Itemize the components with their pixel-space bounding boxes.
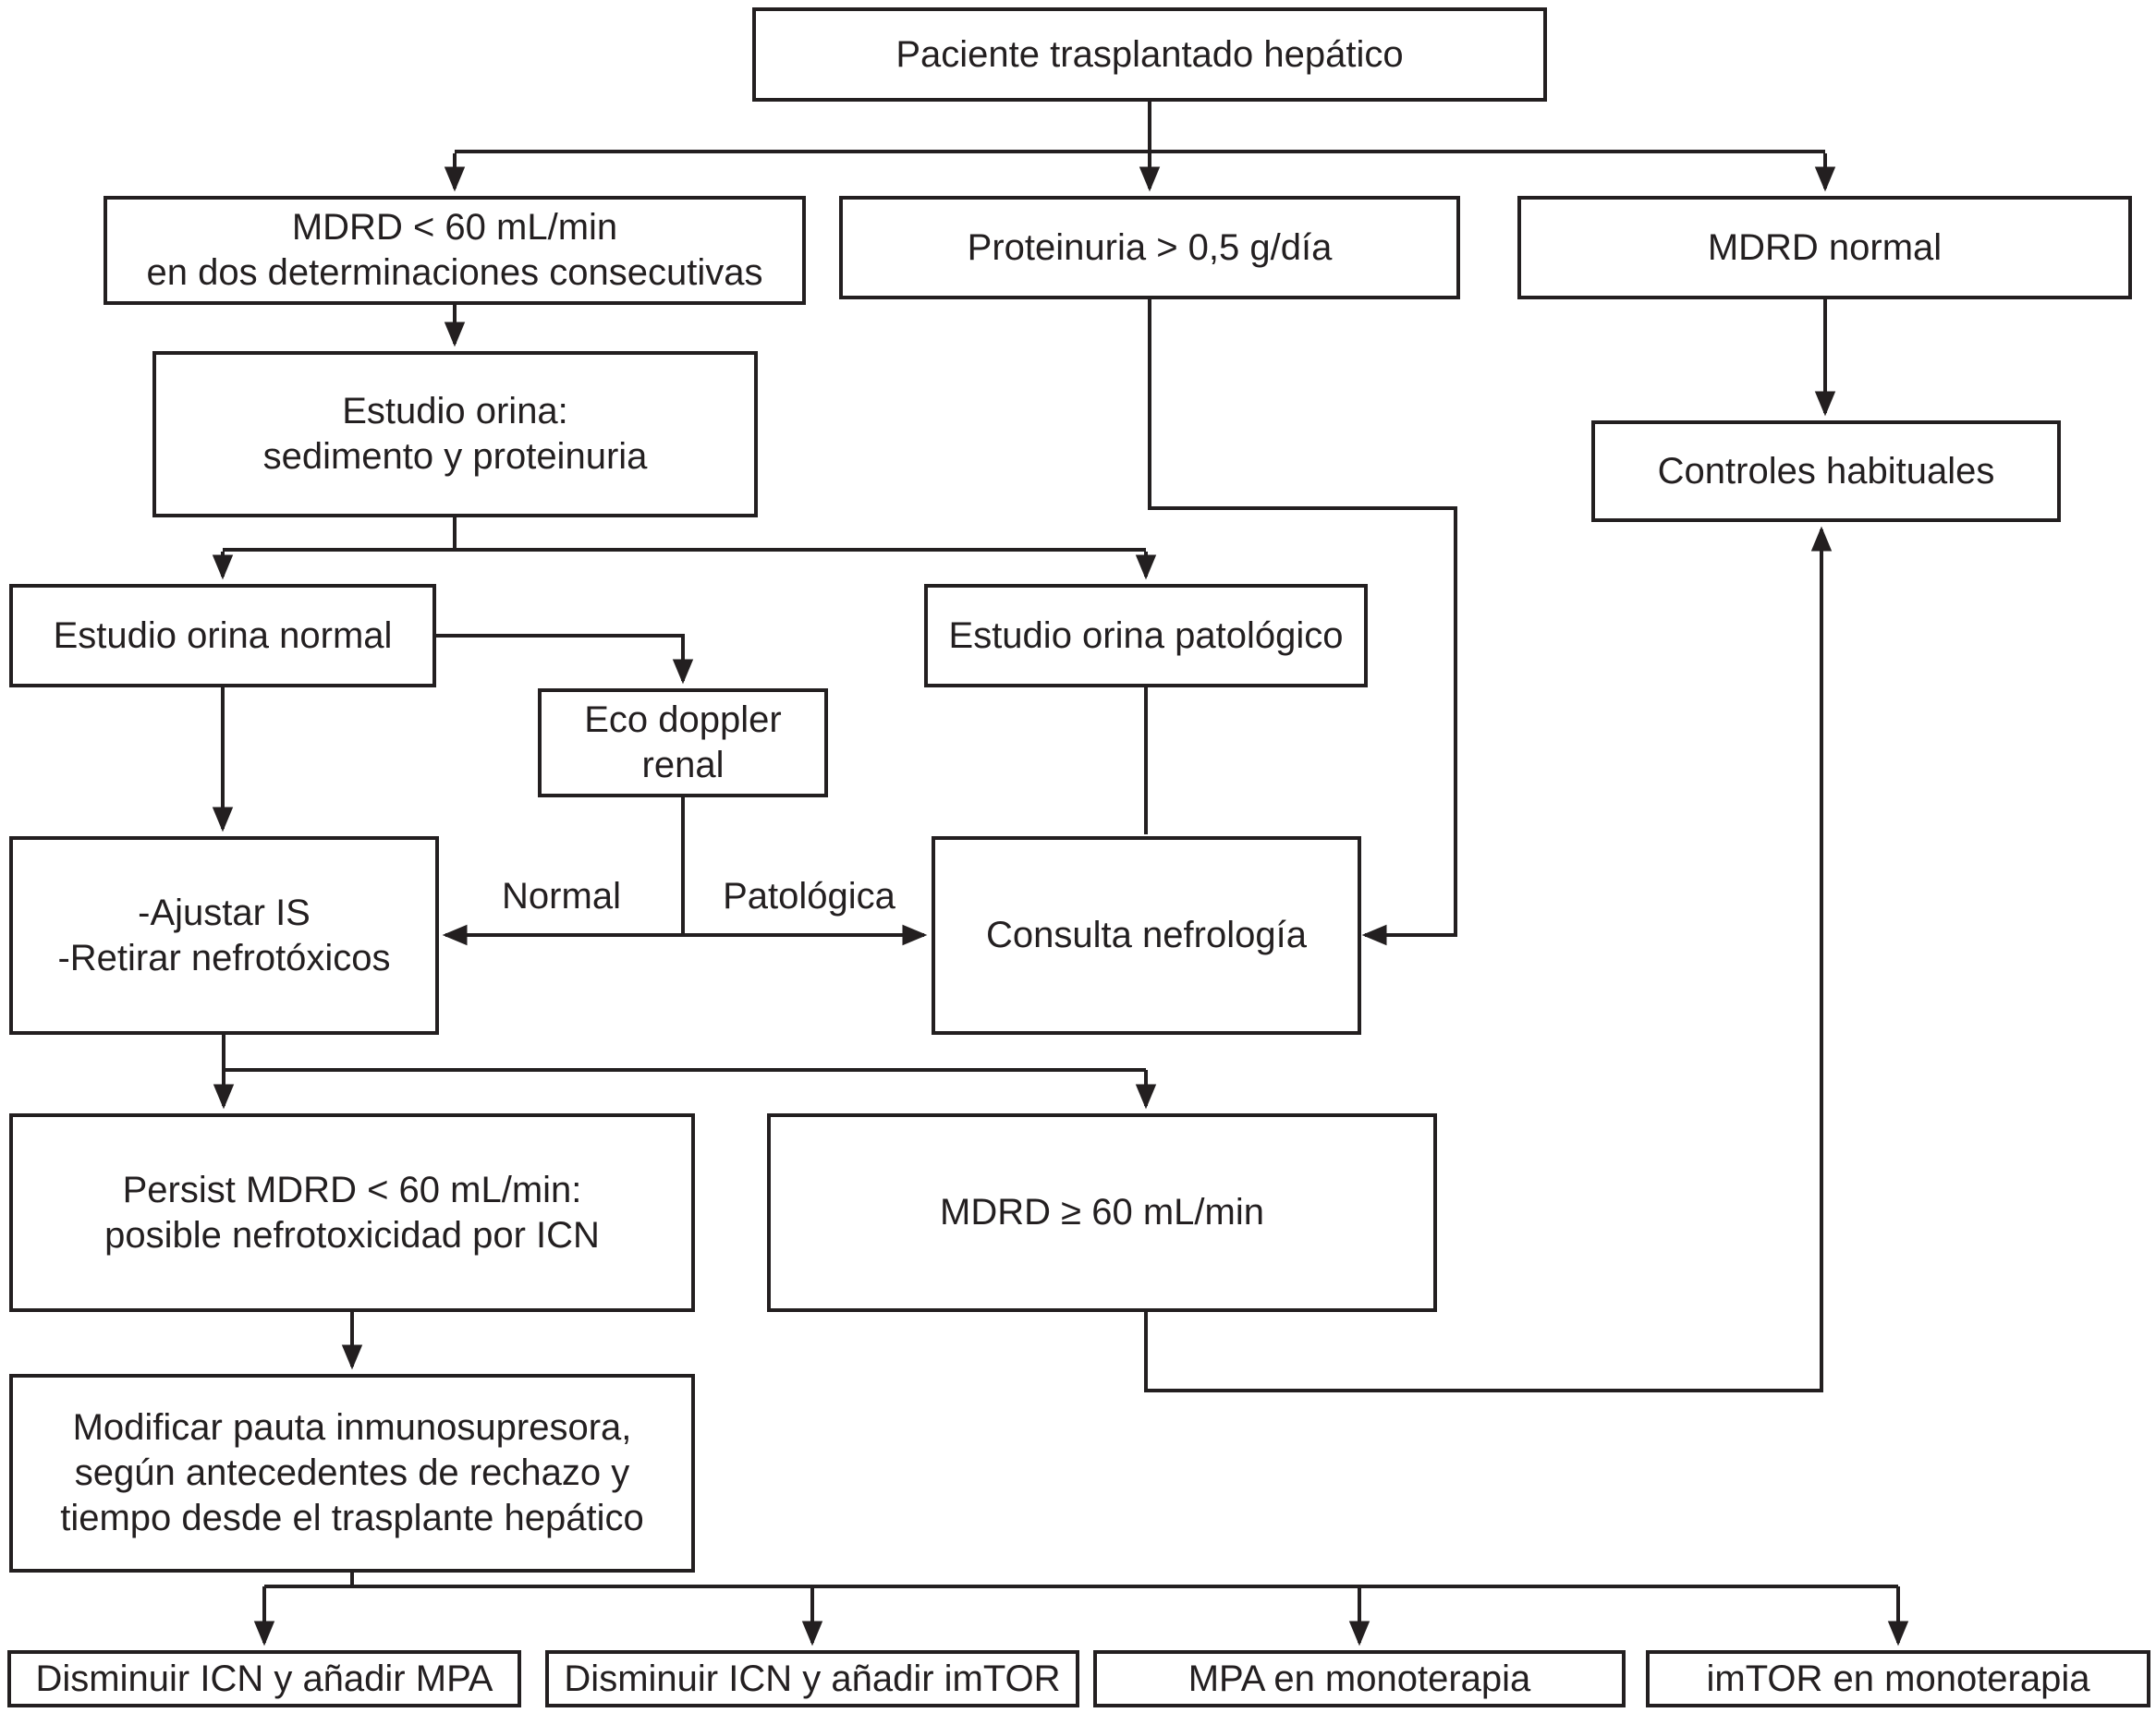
arrow-to-eco-doppler: [436, 634, 694, 685]
edge-ajustar-split: [222, 1035, 1146, 1072]
node-paciente-trasplantado: Paciente trasplantado hepático: [752, 7, 1547, 102]
node-proteinuria: Proteinuria > 0,5 g/día: [839, 196, 1460, 299]
node-eco-doppler-renal: Eco doppler renal: [538, 688, 828, 797]
node-mdrd-mayor-60: MDRD ≥ 60 mL/min: [767, 1113, 1437, 1312]
node-estudio-orina: Estudio orina: sedimento y proteinuria: [152, 351, 758, 517]
node-mdrd-normal: MDRD normal: [1517, 196, 2132, 299]
node-consulta-nefrologia: Consulta nefrología: [932, 836, 1361, 1035]
node-controles-habituales: Controles habituales: [1591, 420, 2061, 522]
edge-label-patologica: Patológica: [723, 876, 895, 917]
edge-label-normal: Normal: [502, 876, 621, 917]
node-disminuir-icn-imtor: Disminuir ICN y añadir imTOR: [545, 1650, 1079, 1707]
arrow-return-to-controles: [1144, 526, 1833, 1392]
node-ajustar-is: -Ajustar IS -Retirar nefrotóxicos: [9, 836, 439, 1035]
node-imtor-monoterapia: imTOR en monoterapia: [1646, 1650, 2150, 1707]
node-mdrd-menor-60: MDRD < 60 mL/min en dos determinaciones …: [104, 196, 806, 305]
node-mpa-monoterapia: MPA en monoterapia: [1093, 1650, 1626, 1707]
node-persist-mdrd-menor-60: Persist MDRD < 60 mL/min: posible nefrot…: [9, 1113, 695, 1312]
node-disminuir-icn-mpa: Disminuir ICN y añadir MPA: [7, 1650, 521, 1707]
arrow-proteinuria-to-consulta: [1148, 299, 1457, 946]
node-estudio-orina-normal: Estudio orina normal: [9, 584, 436, 687]
node-modificar-pauta: Modificar pauta inmunosupresora, según a…: [9, 1374, 695, 1573]
node-estudio-orina-patologico: Estudio orina patológico: [924, 584, 1368, 687]
